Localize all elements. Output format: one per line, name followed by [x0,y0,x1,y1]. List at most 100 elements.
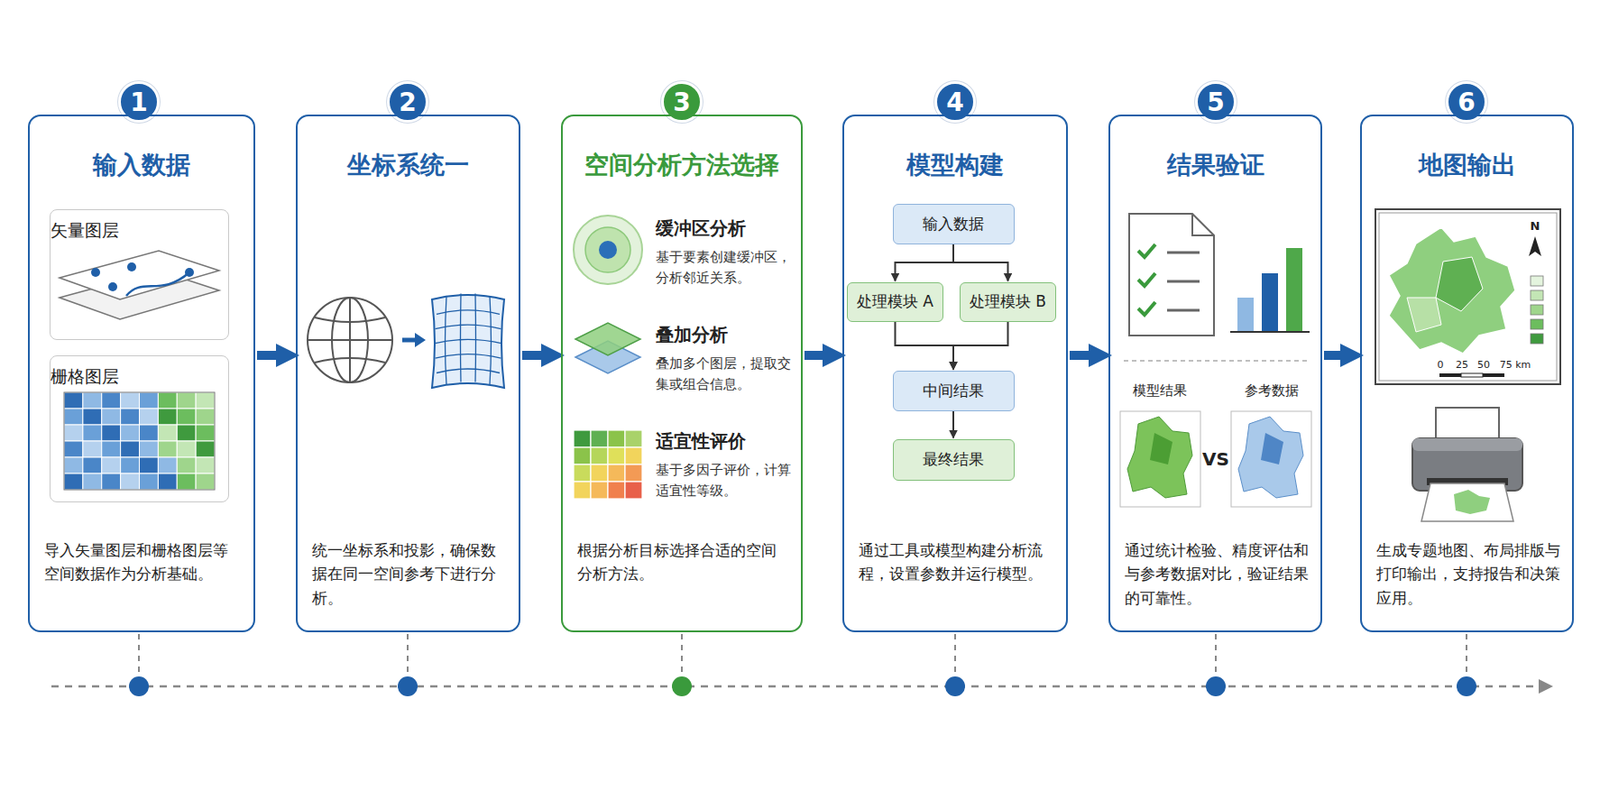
versus-text: VS [1202,448,1230,470]
raster-cell [82,473,102,490]
step-title: 结果验证 [1110,148,1321,182]
scale-number: 75 km [1499,358,1532,371]
thematic-map [1375,209,1561,385]
raster-cell [120,473,140,490]
raster-cell [82,392,102,409]
raster-cell [120,408,140,425]
step-panel: 坐标系统一统一坐标系和投影，确保数据在同一空间参考下进行分析。 [295,114,521,633]
raster-frame [64,392,215,490]
step-panel: 空间分析方法选择根据分析目标选择合适的空间分析方法。 [560,114,803,633]
suitability-cell [607,481,626,499]
scale-number: 0 [1437,358,1444,371]
number-text: 3 [672,87,690,118]
box-label: 最终结果 [922,449,984,470]
step-description: 导入矢量图层和栅格图层等空间数据作为分析基础。 [44,538,243,587]
raster-cell [176,424,196,442]
suitability-icon [573,430,643,499]
raster-cell [195,441,215,458]
box-label: 中间结果 [922,380,984,402]
step-arrow [257,350,287,360]
globe-icon [307,297,393,383]
raster-cell [139,473,159,490]
timeline-dots [128,676,1477,697]
raster-cell [139,392,159,409]
number-text: 2 [398,87,416,118]
raster-cell [139,441,159,458]
raster-cell [82,408,102,425]
process-box: 中间结果 [892,370,1015,412]
step-title: 输入数据 [29,148,254,182]
process-box: 最终结果 [892,439,1015,481]
scale-number: 50 [1477,358,1490,371]
raster-cell [195,473,215,490]
raster-cell [64,392,83,409]
step-description: 根据分析目标选择合适的空间分析方法。 [577,538,791,587]
suitability-cell [590,481,608,499]
process-box: 处理模块 B [959,282,1057,322]
checklist-icon [1129,213,1214,336]
box-label: 输入数据 [922,213,984,235]
timeline-ticks [138,634,1467,675]
raster-cell [157,408,177,425]
grid-line [436,310,500,315]
raster-cell [120,392,140,409]
raster-cell [120,424,140,442]
raster-cell [176,441,196,458]
raster-cell [157,457,177,474]
raster-cell [101,392,121,409]
raster-cell [176,457,196,474]
step-panel: 结果验证通过统计检验、精度评估和与参考数据对比，验证结果的可靠性。 [1108,114,1323,633]
raster-cell [101,441,121,458]
step-number: 1 [118,81,160,123]
bar-chart-icon [1230,248,1310,332]
printer-icon [1412,407,1523,522]
raster-cell [120,457,140,474]
buffer-icon [573,215,643,285]
step-number: 3 [661,81,703,123]
number-text: 6 [1457,87,1475,118]
step-arrow [1324,350,1352,360]
suitability-cell [607,430,626,448]
step-number: 4 [934,81,976,123]
suitability-cell [625,447,643,465]
method-title: 叠加分析 [655,322,728,348]
projection-arrow [402,332,426,348]
method-description: 叠加多个图层，提取交集或组合信息。 [655,353,799,396]
raster-cell [195,457,215,474]
flow-arrow [953,321,1008,370]
raster-cell [82,424,102,442]
box-label: 处理模块 B [969,291,1047,313]
process-box: 处理模块 A [846,282,944,322]
raster-cell [64,441,83,458]
reference-map [1231,411,1312,507]
step-description: 生成专题地图、布局排版与打印输出，支持报告和决策应用。 [1376,538,1562,610]
suitability-cell [573,447,591,465]
method-description: 基于多因子评价，计算适宜性等级。 [655,459,799,502]
divider [1123,359,1308,362]
flow-arrow [953,244,1008,282]
grid-line [435,354,502,359]
step-description: 通过统计检验、精度评估和与参考数据对比，验证结果的可靠性。 [1124,538,1310,610]
raster-cell [157,392,177,409]
layer-box: 栅格图层 [49,355,230,503]
map-caption: 参考数据 [1244,382,1299,400]
overlay-icon [575,322,641,374]
raster-cell [195,408,215,425]
raster-cell [64,424,83,442]
method-description: 基于要素创建缓冲区，分析邻近关系。 [655,247,799,289]
suitability-cell [625,464,643,482]
step-title: 坐标系统一 [297,148,519,182]
step-panel: 输入数据导入矢量图层和栅格图层等空间数据作为分析基础。矢量图层栅格图层 [27,114,256,633]
model-map [1120,411,1201,507]
flow-arrow [952,411,955,439]
raster-cell [139,408,159,425]
suitability-cell [625,481,643,499]
grid-line [435,324,502,330]
method-title: 缓冲区分析 [655,216,746,241]
step-arrow [804,350,834,360]
step-title: 地图输出 [1361,148,1573,182]
suitability-cell [573,481,591,499]
step-panel: 地图输出生成专题地图、布局排版与打印输出，支持报告和决策应用。 [1360,114,1574,633]
raster-cell [195,392,215,409]
step-description: 通过工具或模型构建分析流程，设置参数并运行模型。 [858,538,1056,587]
